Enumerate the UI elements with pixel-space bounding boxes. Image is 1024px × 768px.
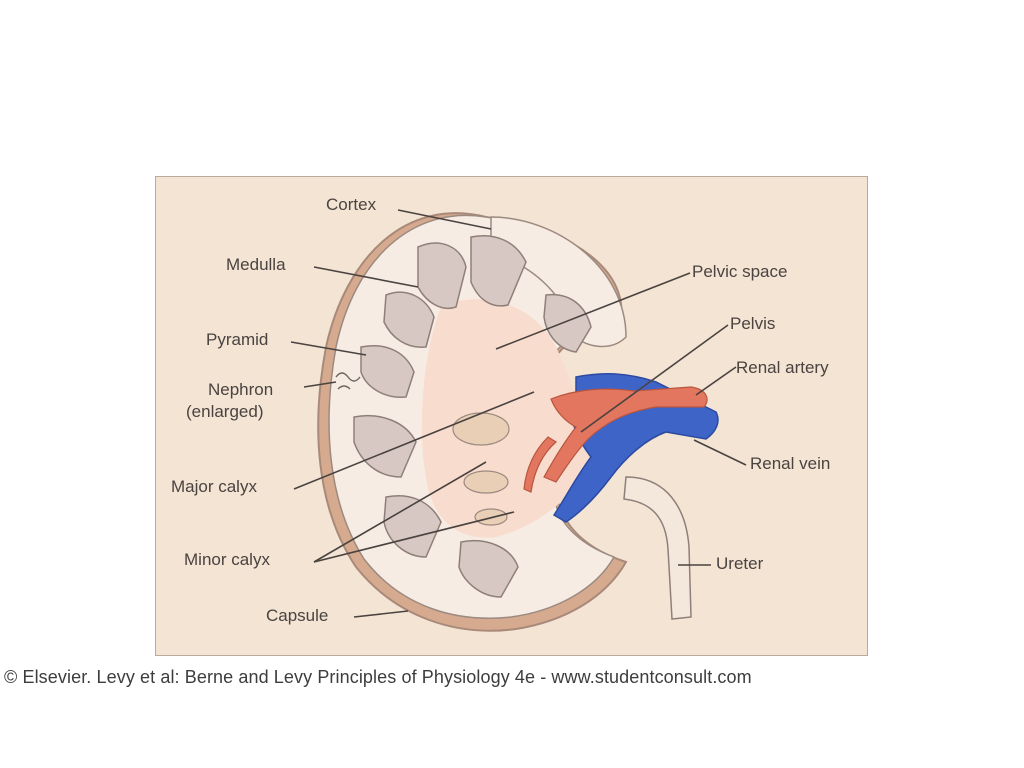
copyright-credit: © Elsevier. Levy et al: Berne and Levy P… <box>4 667 752 687</box>
leader-renal-artery <box>695 366 737 396</box>
leader-lines <box>290 209 747 618</box>
leader-pelvis <box>580 324 729 433</box>
renal-artery <box>523 386 708 493</box>
calyx-2 <box>463 470 509 494</box>
calyx-1 <box>452 412 510 446</box>
label-pyramid: Pyramid <box>206 330 268 349</box>
leader-capsule <box>353 610 409 618</box>
pyramid-8 <box>543 293 592 353</box>
pyramid-5 <box>353 415 417 478</box>
leader-pelvic-space <box>495 272 691 350</box>
kidney-diagram: Cortex Medulla Pyramid Nephron (enlarged… <box>171 195 830 632</box>
label-nephron-line1: Nephron <box>208 380 273 399</box>
label-renal-vein: Renal vein <box>750 454 830 473</box>
label-cortex: Cortex <box>326 195 377 214</box>
label-medulla: Medulla <box>226 255 286 274</box>
leader-renal-vein <box>693 439 747 466</box>
label-nephron-line2: (enlarged) <box>186 402 264 421</box>
leader-minor-calyx-1 <box>313 461 487 563</box>
label-ureter: Ureter <box>716 554 764 573</box>
leader-major-calyx <box>293 391 535 490</box>
leader-cortex <box>397 209 492 230</box>
leader-minor-calyx-2 <box>313 511 515 563</box>
pyramid-3 <box>383 291 435 348</box>
pyramid-4 <box>360 345 415 398</box>
pyramid-1 <box>417 242 467 309</box>
leader-nephron <box>303 381 337 388</box>
label-capsule: Capsule <box>266 606 328 625</box>
pyramid-7 <box>458 540 519 598</box>
kidney-figure-panel: Cortex Medulla Pyramid Nephron (enlarged… <box>155 176 868 656</box>
label-pelvic-space: Pelvic space <box>692 262 787 281</box>
pyramid-2 <box>470 235 527 307</box>
label-renal-artery: Renal artery <box>736 358 829 377</box>
leader-medulla <box>313 266 419 288</box>
cortex-upper-right <box>490 216 627 348</box>
nephron-squiggle <box>335 372 361 390</box>
label-major-calyx: Major calyx <box>171 477 257 496</box>
leader-pyramid <box>290 341 367 356</box>
ureter <box>623 476 692 620</box>
label-pelvis: Pelvis <box>730 314 775 333</box>
label-minor-calyx: Minor calyx <box>184 550 270 569</box>
